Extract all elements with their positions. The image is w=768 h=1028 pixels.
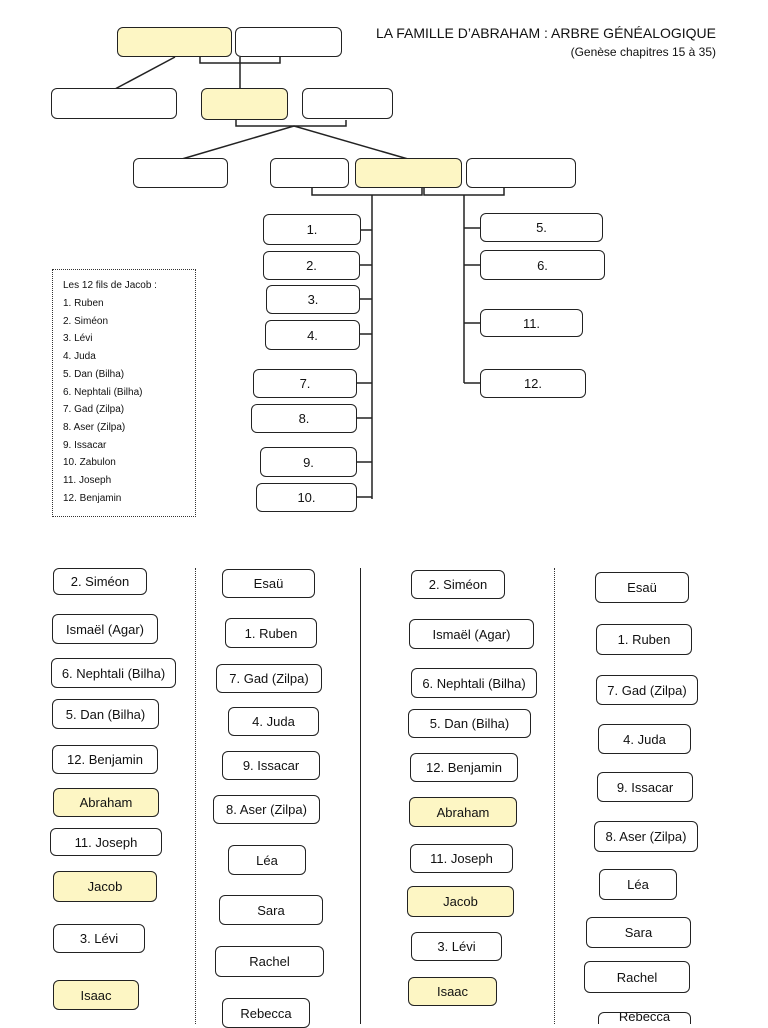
name-card[interactable]: Isaac (408, 977, 497, 1006)
name-card[interactable]: 2. Siméon (53, 568, 147, 595)
legend-item: 4. Juda (63, 351, 96, 363)
name-card[interactable]: Abraham (409, 797, 517, 827)
worksheet-title-block: LA FAMILLE D’ABRAHAM : ARBRE GÉNÉALOGIQU… (376, 24, 716, 62)
cut-line-solid-center (360, 568, 361, 1024)
name-card[interactable]: 11. Joseph (410, 844, 513, 873)
name-card[interactable]: 8. Aser (Zilpa) (594, 821, 698, 852)
name-card[interactable]: 6. Nephtali (Bilha) (411, 668, 537, 698)
legend-item: 2. Siméon (63, 315, 109, 327)
slot-gen1-yellow[interactable] (117, 27, 232, 57)
name-card[interactable]: 1. Ruben (596, 624, 692, 655)
name-card[interactable]: 4. Juda (598, 724, 691, 754)
son-slot[interactable]: 11. (480, 309, 583, 337)
legend-item: 9. Issacar (63, 439, 107, 451)
son-slot[interactable]: 7. (253, 369, 357, 398)
son-slot[interactable]: 8. (251, 404, 357, 433)
son-slot[interactable]: 10. (256, 483, 357, 512)
name-card[interactable]: Rachel (584, 961, 690, 993)
worksheet-title: LA FAMILLE D’ABRAHAM : ARBRE GÉNÉALOGIQU… (376, 25, 716, 41)
slot-gen2-yellow[interactable] (201, 88, 288, 120)
legend-item: 12. Benjamin (63, 492, 122, 504)
name-card[interactable]: Sara (219, 895, 323, 925)
slot-gen3-wife-a[interactable] (270, 158, 349, 188)
name-card[interactable]: Sara (586, 917, 691, 948)
son-slot[interactable]: 6. (480, 250, 605, 280)
name-card[interactable]: 1. Ruben (225, 618, 317, 648)
son-slot[interactable]: 2. (263, 251, 360, 280)
tree-connectors (114, 56, 505, 499)
name-card[interactable]: Abraham (53, 788, 159, 817)
name-card[interactable]: 9. Issacar (597, 772, 693, 802)
name-card[interactable]: Esaü (595, 572, 689, 603)
slot-gen3-left[interactable] (133, 158, 228, 188)
name-card[interactable]: Isaac (53, 980, 139, 1010)
name-card[interactable]: 2. Siméon (411, 570, 505, 599)
name-card[interactable]: Esaü (222, 569, 315, 598)
name-card[interactable]: 11. Joseph (50, 828, 162, 856)
son-slot[interactable]: 9. (260, 447, 357, 477)
slot-gen2-left[interactable] (51, 88, 177, 119)
name-card[interactable]: 4. Juda (228, 707, 319, 736)
name-card[interactable]: 12. Benjamin (410, 753, 518, 782)
legend-item: 7. Gad (Zilpa) (63, 404, 125, 416)
sons-legend: Les 12 fils de Jacob : 1. Ruben 2. Siméo… (52, 269, 196, 517)
name-card[interactable]: Jacob (407, 886, 514, 917)
son-slot[interactable]: 1. (263, 214, 361, 245)
son-slot[interactable]: 3. (266, 285, 360, 314)
legend-item: 6. Nephtali (Bilha) (63, 386, 143, 398)
legend-item: 5. Dan (Bilha) (63, 368, 125, 380)
legend-item: 8. Aser (Zilpa) (63, 421, 126, 433)
name-card[interactable]: 7. Gad (Zilpa) (216, 664, 322, 693)
cut-line-dotted-2 (554, 568, 555, 1024)
name-card[interactable]: Ismaël (Agar) (409, 619, 534, 649)
worksheet-subtitle: (Genèse chapitres 15 à 35) (570, 45, 716, 59)
name-card[interactable]: Rachel (215, 946, 324, 977)
name-card[interactable]: 3. Lévi (53, 924, 145, 953)
legend-item: 1. Ruben (63, 298, 104, 309)
legend-item: 3. Lévi (63, 333, 93, 345)
slot-gen1-spouse[interactable] (235, 27, 342, 57)
legend-item: 11. Joseph (63, 475, 112, 487)
son-slot[interactable]: 4. (265, 320, 360, 350)
slot-gen3-yellow[interactable] (355, 158, 462, 188)
slot-gen3-wife-b[interactable] (466, 158, 576, 188)
name-card[interactable]: 9. Issacar (222, 751, 320, 780)
name-card[interactable]: Léa (599, 869, 677, 900)
legend-item: 10. Zabulon (63, 457, 116, 469)
name-card[interactable]: Léa (228, 845, 306, 875)
slot-gen2-spouse[interactable] (302, 88, 393, 119)
name-card[interactable]: 7. Gad (Zilpa) (596, 675, 698, 705)
cut-line-dotted-1 (195, 568, 196, 1024)
name-card[interactable]: Rebecca (598, 1012, 691, 1024)
name-card[interactable]: 6. Nephtali (Bilha) (51, 658, 176, 688)
name-card[interactable]: 8. Aser (Zilpa) (213, 795, 320, 824)
name-card[interactable]: Ismaël (Agar) (52, 614, 158, 644)
name-card[interactable]: 5. Dan (Bilha) (52, 699, 159, 729)
son-slot[interactable]: 5. (480, 213, 603, 242)
name-card[interactable]: 12. Benjamin (52, 745, 158, 774)
name-card[interactable]: 5. Dan (Bilha) (408, 709, 531, 738)
name-card[interactable]: 3. Lévi (411, 932, 502, 961)
son-slot[interactable]: 12. (480, 369, 586, 398)
name-card[interactable]: Jacob (53, 871, 157, 902)
legend-heading: Les 12 fils de Jacob : (63, 280, 157, 291)
